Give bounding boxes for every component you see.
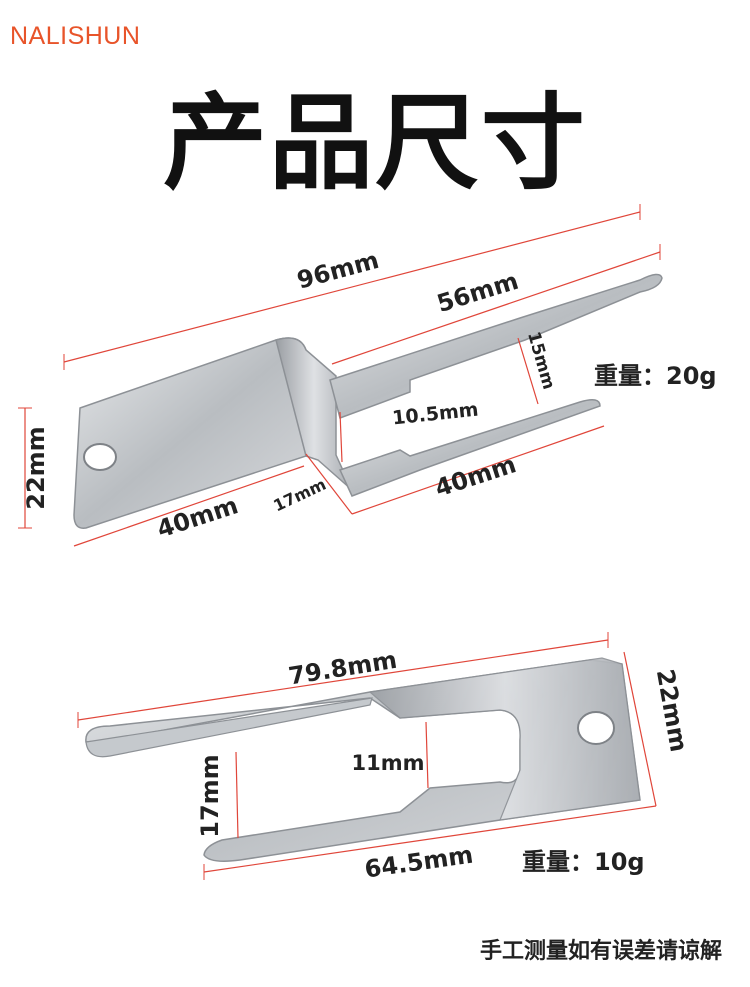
dim-bottom-total-label: 79.8mm bbox=[287, 646, 399, 691]
page-title: 产品尺寸 bbox=[162, 82, 587, 204]
top-dimension-lines bbox=[18, 204, 661, 547]
bent-tool-image bbox=[73, 273, 663, 529]
dim-bottom-slot-label: 11mm bbox=[352, 751, 425, 775]
dim-bottom-fork-label: 64.5mm bbox=[363, 841, 475, 884]
dim-total-label: 96mm bbox=[294, 246, 382, 295]
dim-arm-label: 56mm bbox=[434, 267, 522, 318]
dim-bottom-height-label: 17mm bbox=[196, 754, 224, 837]
weight-bottom-label: 重量：10g bbox=[522, 848, 645, 876]
measurement-note: 手工测量如有误差请谅解 bbox=[479, 939, 722, 964]
bottom-dimension-lines bbox=[77, 632, 657, 880]
dim-width-label: 22mm bbox=[22, 426, 50, 509]
dim-bottom-width-label: 22mm bbox=[651, 667, 693, 754]
dim-slot-label: 10.5mm bbox=[391, 399, 479, 430]
dim-gap-label: 15mm bbox=[523, 329, 559, 391]
flat-tool-image bbox=[85, 657, 641, 862]
brand-logo: NALISHUN bbox=[10, 22, 141, 50]
weight-top-label: 重量：20g bbox=[594, 362, 717, 390]
dim-bend-label: 17mm bbox=[270, 475, 328, 516]
